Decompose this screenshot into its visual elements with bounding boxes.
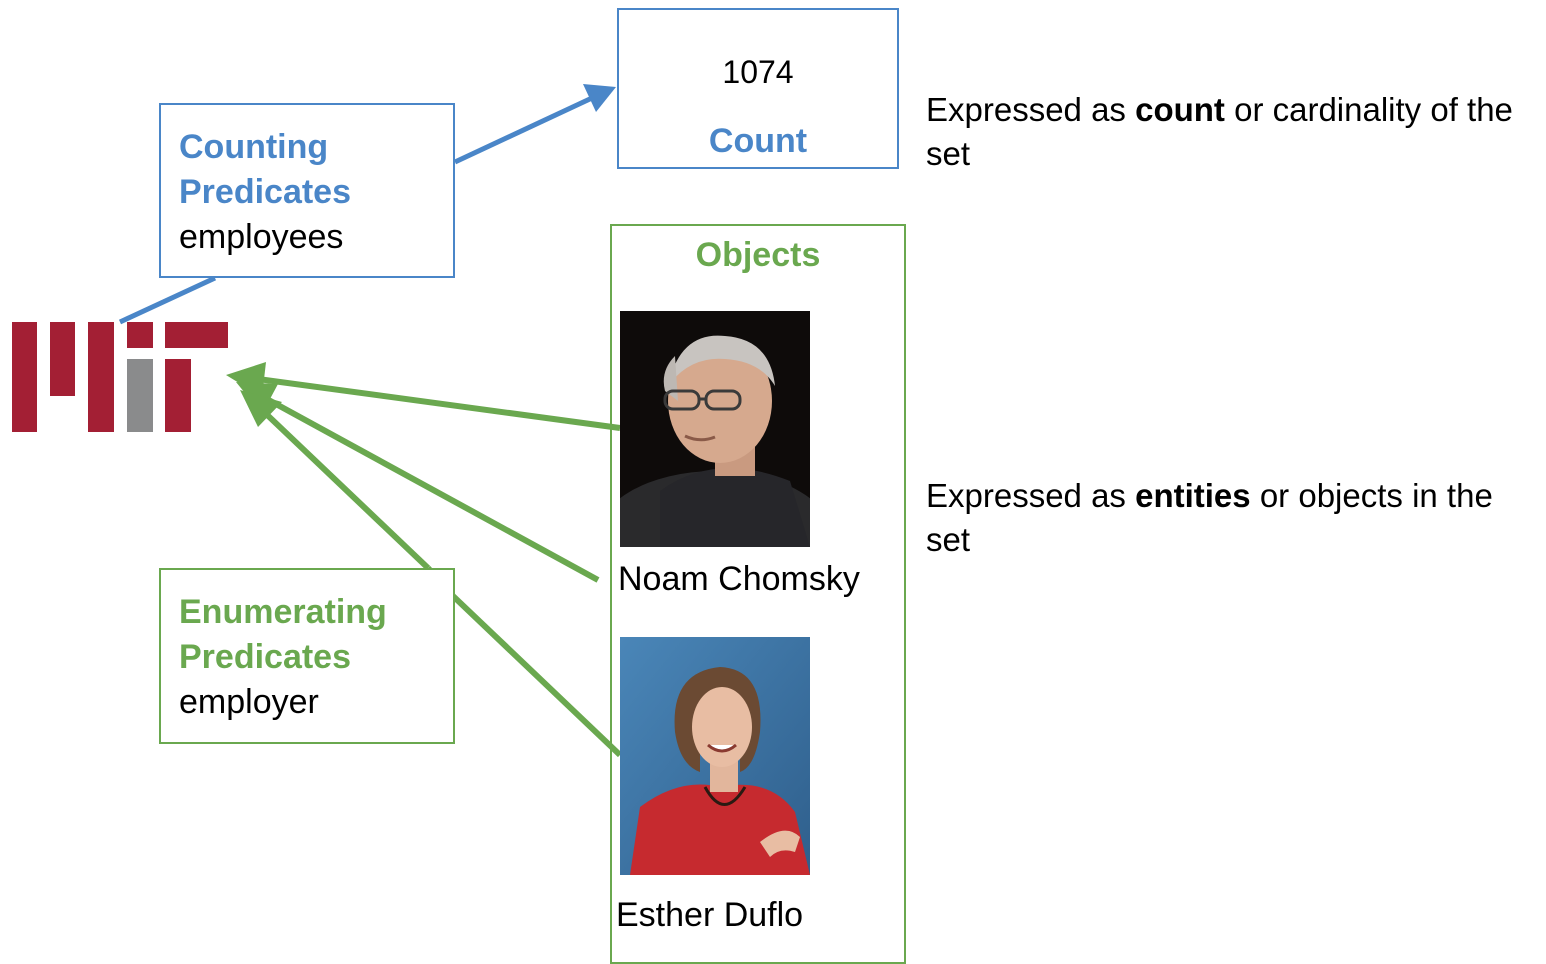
counting-predicates-text: Counting Predicates employees xyxy=(161,105,453,260)
counting-predicate: employees xyxy=(179,218,344,256)
chomsky-name-arrowhead xyxy=(236,382,278,414)
count-description-prefix: Expressed as xyxy=(926,91,1136,128)
entities-description-suffix: or objects in the set xyxy=(926,477,1493,558)
logo-bar-6 xyxy=(165,322,228,348)
chomsky-to-mit-arrow xyxy=(257,376,621,431)
enumerating-title-line1: Enumerating xyxy=(179,593,387,631)
counting-predicates-box: Counting Predicates employees xyxy=(159,103,455,278)
duflo-to-mit-arrow-2 xyxy=(450,593,623,758)
count-description-suffix: or cardinality of the set xyxy=(926,91,1513,172)
enumerating-to-mit-line xyxy=(259,407,431,571)
enumerating-title-line2: Predicates xyxy=(179,638,351,676)
chomsky-name-to-mit-arrow xyxy=(263,395,600,583)
enumerating-predicates-text: Enumerating Predicates employer xyxy=(161,570,453,725)
count-label: Count xyxy=(708,122,808,160)
enumerating-predicate: employer xyxy=(179,683,319,721)
objects-box: Objects xyxy=(610,224,906,964)
count-description-keyword: count xyxy=(1135,91,1225,128)
enumerating-predicates-box: Enumerating Predicates employer xyxy=(159,568,455,744)
logo-bar-2 xyxy=(50,322,75,396)
counting-to-count-arrowhead xyxy=(583,84,616,112)
duflo-arrowhead xyxy=(240,390,282,427)
logo-bar-1 xyxy=(12,322,37,432)
logo-bar-7 xyxy=(165,359,191,432)
object-name-chomsky: Noam Chomsky xyxy=(618,560,860,598)
counting-title-line2: Predicates xyxy=(179,173,351,211)
object-name-duflo: Esther Duflo xyxy=(616,896,804,934)
esther-duflo-photo xyxy=(620,637,810,875)
counting-title-line1: Counting xyxy=(179,128,329,166)
logo-bar-3 xyxy=(88,322,114,432)
logo-bar-4 xyxy=(127,322,153,348)
count-value: 1074 xyxy=(722,54,794,90)
objects-title: Objects xyxy=(695,236,821,274)
entities-description-keyword: entities xyxy=(1135,477,1251,514)
entities-description: Expressed as entities or objects in the … xyxy=(926,474,1526,562)
entities-description-prefix: Expressed as xyxy=(926,477,1136,514)
logo-to-counting-line xyxy=(118,275,217,325)
count-box: 1074 Count xyxy=(617,8,899,169)
mit-logo xyxy=(12,322,228,432)
counting-to-count-arrow xyxy=(453,95,594,165)
logo-bar-5 xyxy=(127,359,153,432)
noam-chomsky-photo xyxy=(620,311,810,547)
count-description: Expressed as count or cardinality of the… xyxy=(926,88,1536,176)
chomsky-arrowhead xyxy=(226,362,266,397)
